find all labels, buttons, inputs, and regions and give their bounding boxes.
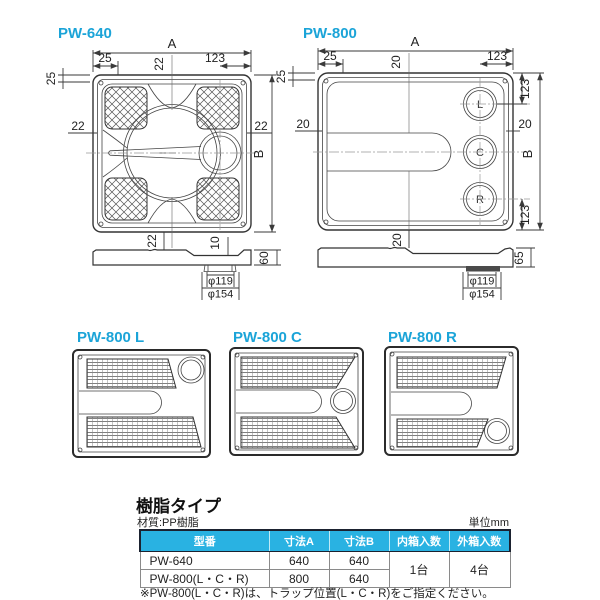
dim-20-left: 20 [296,117,310,131]
dim-dia119: φ119 [470,276,495,288]
table-header-row: 型番 寸法A 寸法B 内箱入数 外箱入数 [139,529,511,552]
variant-l-drawing: PW-800 L [72,329,211,458]
pw640-drawing: PW-640 A 25 22 [44,25,281,301]
dim-dia154: φ154 [469,289,495,301]
textured-panel-bottom [396,418,489,448]
trap-letter-c: C [476,147,484,159]
cell-dim-b: 640 [328,551,390,570]
dim-20-bottom: 20 [390,233,404,247]
dim-dia119: φ119 [208,276,233,288]
col-header-dim-b: 寸法B [328,529,389,552]
dim-b: B [251,150,266,159]
drain-circle [177,356,205,384]
dim-22-bottom: 22 [145,234,159,248]
textured-panel-bottom [240,416,356,449]
dim-123-top: 123 [487,49,507,63]
cell-outer-qty: 4台 [448,551,511,588]
pad-bottom-left [104,177,148,221]
variant-r-title: PW-800 R [388,329,457,346]
tongue-rib [236,389,322,414]
cell-model: PW-800(L・C・R) [139,569,270,588]
tongue-rib [79,390,162,415]
screw-hole [240,80,246,86]
textured-panel-top [86,358,177,389]
dim-60-height: 60 [257,251,271,265]
pw800-side-view [317,246,514,268]
variant-c-title: PW-800 C [233,329,302,346]
dim-25-top: 25 [323,49,337,63]
pw800-pan-outline [317,72,514,231]
table-row: PW-640 640 640 1台 4台 [139,551,511,588]
dim-123-right-top: 123 [518,79,532,99]
tongue-rib [391,391,472,416]
unit-label: 単位mm [468,517,509,529]
dim-a: A [168,36,177,51]
cell-model: PW-640 [139,551,270,570]
screw-hole [240,221,246,227]
cell-dim-b: 640 [328,569,390,588]
screw-hole [98,221,104,227]
cell-dim-a: 640 [268,551,330,570]
dim-10-recess: 10 [208,236,222,250]
screw-hole [502,219,508,225]
screw-hole [502,78,508,84]
dim-22-right: 22 [254,119,268,133]
dim-22-left: 22 [71,119,85,133]
trap-position-note: ※PW-800(L・C・R)は、トラップ位置(L・C・R)をご指定ください。 [140,588,494,600]
pw800-title: PW-800 [303,25,357,42]
screw-hole [323,78,329,84]
textured-panel-bottom [86,416,202,448]
dim-65-height: 65 [512,251,526,265]
pad-bottom-right [196,177,240,221]
dim-20-top-center: 20 [389,55,403,69]
spec-table: 型番 寸法A 寸法B 内箱入数 外箱入数 PW-640 640 640 1台 4… [139,529,511,588]
screw-hole [323,219,329,225]
variant-l-title: PW-800 L [77,329,144,346]
dim-20-right: 20 [518,117,532,131]
dim-b: B [520,150,535,159]
col-header-inner-qty: 内箱入数 [388,529,449,552]
pw640-side-view [92,248,252,266]
textured-panel-top [240,356,356,389]
drain-fitting [466,266,500,272]
pw800-drawing: PW-800 L C R A [274,25,544,301]
textured-panel-top [396,356,507,389]
screw-hole [98,80,104,86]
pad-top-left [104,86,148,130]
col-header-dim-a: 寸法A [268,529,329,552]
pw640-title: PW-640 [58,25,112,42]
drain-circle [484,418,510,444]
dim-25-top: 25 [98,51,112,65]
dim-25-left: 25 [274,70,288,84]
cell-inner-qty: 1台 [388,551,450,588]
dim-25-left: 25 [44,72,58,86]
technical-drawings: PW-640 A 25 22 [44,25,544,458]
pad-top-right [196,86,240,130]
table-row: PW-800(L・C・R) 800 640 [139,569,510,588]
variant-c-drawing: PW-800 C [229,329,364,456]
dim-dia154: φ154 [208,289,234,301]
dim-22-top-center: 22 [152,57,166,71]
col-header-outer-qty: 外箱入数 [448,529,511,552]
drain-circle [330,388,356,414]
variant-r-drawing: PW-800 R [384,329,519,456]
dim-123-top: 123 [205,51,225,65]
section-title: 樹脂タイプ [136,497,221,516]
material-label: 材質:PP樹脂 [137,517,199,529]
dim-a: A [411,34,420,49]
col-header-model: 型番 [139,529,269,552]
dim-123-right-bottom: 123 [518,205,532,225]
trap-letter-l: L [477,99,483,111]
